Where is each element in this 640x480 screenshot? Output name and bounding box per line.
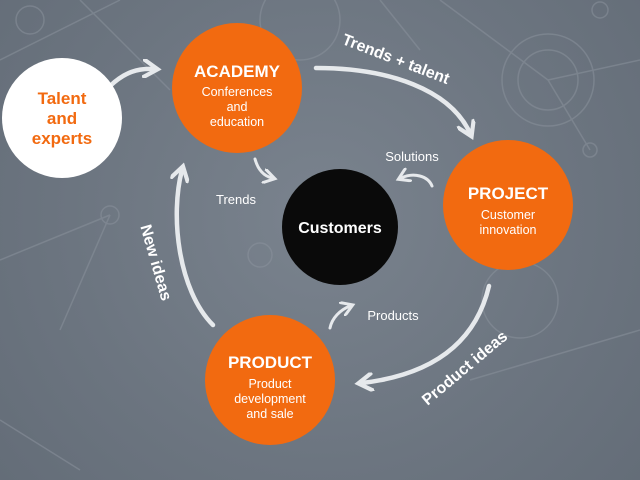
trends-arrow: [253, 157, 272, 178]
product-node: [205, 315, 335, 445]
product-ideas-label: Product ideas: [419, 328, 511, 409]
products-arrow: [328, 306, 350, 330]
product-title: PRODUCT: [228, 353, 313, 372]
academy-node: [172, 23, 302, 153]
new-ideas-label: New ideas: [136, 223, 174, 303]
customers-label: Customers: [298, 220, 382, 237]
talent-line-2: and: [47, 109, 77, 128]
trends-label: Trends: [216, 192, 256, 207]
talent-line-3: experts: [32, 129, 92, 148]
talent-to-academy-arrow: [107, 69, 154, 89]
talent-label: Talent and experts: [32, 89, 92, 148]
talent-node: [2, 58, 122, 178]
product-line-3: and sale: [246, 407, 293, 421]
solutions-label: Solutions: [385, 149, 439, 164]
project-label: PROJECT Customer innovation: [468, 184, 549, 237]
academy-label: ACADEMY Conferences and education: [194, 62, 281, 129]
academy-to-project-arrow: [313, 65, 470, 133]
project-node: [443, 140, 573, 270]
solutions-arrow: [401, 175, 434, 188]
product-label: PRODUCT Product development and sale: [228, 353, 313, 421]
talent-line-1: Talent: [38, 89, 87, 108]
product-line-1: Product: [248, 377, 292, 391]
products-label: Products: [367, 308, 419, 323]
academy-line-2: and: [227, 100, 248, 114]
project-line-2: innovation: [480, 223, 537, 237]
customers-node: [282, 169, 398, 285]
academy-line-1: Conferences: [202, 85, 273, 99]
product-line-2: development: [234, 392, 306, 406]
project-to-product-arrow: [362, 283, 492, 383]
product-to-academy-arrow: [177, 170, 216, 328]
academy-line-3: education: [210, 115, 264, 129]
project-title: PROJECT: [468, 184, 549, 203]
academy-title: ACADEMY: [194, 62, 281, 81]
project-line-1: Customer: [481, 208, 535, 222]
